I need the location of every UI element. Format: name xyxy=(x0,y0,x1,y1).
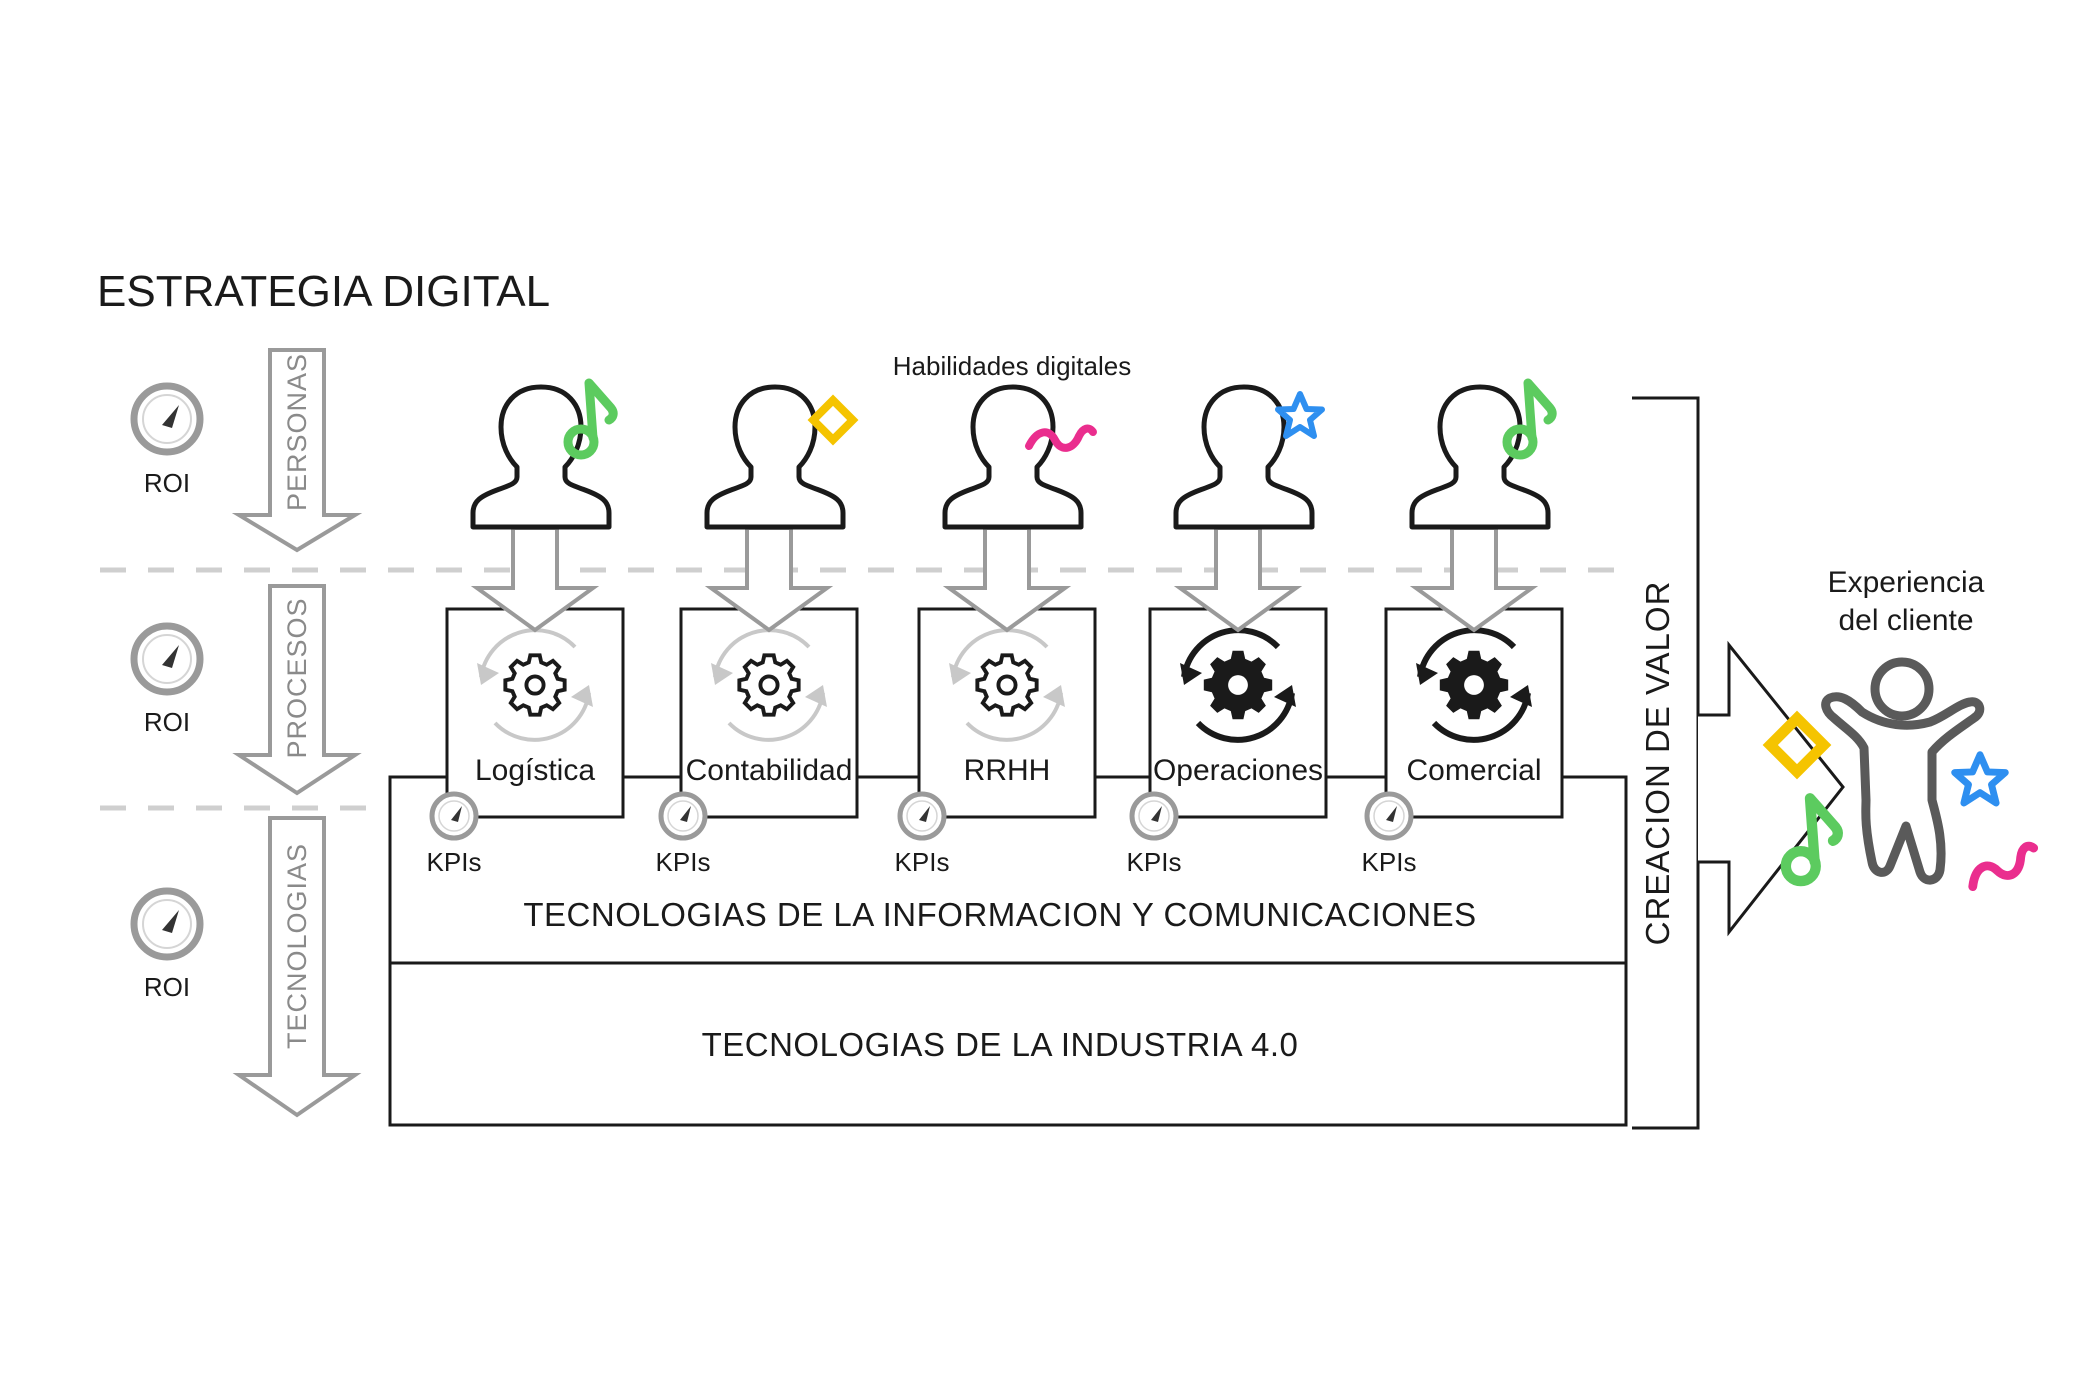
roi-label: ROI xyxy=(144,468,190,498)
roi-gauge-tecnologias: ROI xyxy=(134,891,200,1002)
blue-star-icon xyxy=(1278,394,1322,436)
cycle-arrows-icon xyxy=(477,628,593,742)
kpi-gauge-icon xyxy=(1132,794,1176,838)
skill-arrow xyxy=(704,526,834,633)
tic-band-label: TECNOLOGIAS DE LA INFORMACION Y COMUNICA… xyxy=(523,896,1476,933)
cycle-arrows-icon xyxy=(1416,627,1532,743)
department-label: Comercial xyxy=(1406,754,1541,787)
customer-label-line2: del cliente xyxy=(1838,604,1973,637)
industry-band xyxy=(388,961,1628,1127)
person-icon xyxy=(945,387,1081,527)
roi-gauge-procesos: ROI xyxy=(134,626,200,737)
roi-label: ROI xyxy=(144,972,190,1002)
value-creation-label: CREACION DE VALOR xyxy=(1639,581,1676,946)
kpi-label: KPIs xyxy=(1362,847,1417,877)
kpi-gauge-icon xyxy=(432,794,476,838)
industry-band-label: TECNOLOGIAS DE LA INDUSTRIA 4.0 xyxy=(702,1026,1299,1063)
customer-label-line1: Experiencia xyxy=(1828,566,1985,599)
gear-icon xyxy=(1203,650,1273,720)
kpi-label: KPIs xyxy=(1127,847,1182,877)
skill-arrow xyxy=(942,526,1072,633)
skill-arrow xyxy=(470,526,600,633)
skill-arrow xyxy=(1173,526,1303,633)
kpi-label: KPIs xyxy=(895,847,950,877)
department-3: RRHH KPIs xyxy=(895,387,1095,877)
pink-squiggle-icon xyxy=(1966,844,2039,888)
skill-arrow xyxy=(1409,526,1539,633)
layer-label-tecnologias: TECNOLOGIAS xyxy=(282,843,312,1049)
cycle-arrows-icon xyxy=(711,628,827,742)
cycle-arrows-icon xyxy=(1180,627,1296,743)
layer-arrow-tecnologias: TECNOLOGIAS xyxy=(232,816,362,1118)
skills-label: Habilidades digitales xyxy=(893,351,1131,381)
process-box xyxy=(445,607,625,819)
gauge-icon xyxy=(134,386,200,452)
blue-star-icon xyxy=(1955,755,2006,803)
layer-label-procesos: PROCESOS xyxy=(282,597,312,758)
value-arrow xyxy=(1698,640,1845,937)
yellow-diamond-icon xyxy=(813,400,853,440)
department-label: RRHH xyxy=(964,754,1051,787)
diagram-title: ESTRATEGIA DIGITAL xyxy=(97,267,550,316)
kpi-gauge-icon xyxy=(661,794,705,838)
happy-customer-icon xyxy=(1821,657,1985,885)
department-label: Contabilidad xyxy=(686,754,853,787)
kpi-gauge-icon xyxy=(1367,794,1411,838)
cycle-arrows-icon xyxy=(949,628,1065,742)
gauge-icon xyxy=(134,626,200,692)
kpi-gauge-icon xyxy=(900,794,944,838)
gear-icon xyxy=(975,653,1039,717)
gauge-icon xyxy=(134,891,200,957)
gear-icon xyxy=(1439,650,1509,720)
roi-label: ROI xyxy=(144,707,190,737)
kpi-label: KPIs xyxy=(656,847,711,877)
layer-label-personas: PERSONAS xyxy=(282,353,312,511)
roi-gauge-personas: ROI xyxy=(134,386,200,498)
gear-icon xyxy=(503,653,567,717)
departments-group: LogísticaKPIsContabilidadKPIsRRHHKPIsOpe… xyxy=(427,383,1564,877)
gear-icon xyxy=(737,653,801,717)
department-label: Logística xyxy=(475,754,595,787)
department-label: Operaciones xyxy=(1153,754,1323,787)
layer-arrow-personas: PERSONAS xyxy=(231,348,363,553)
kpi-label: KPIs xyxy=(427,847,482,877)
layer-arrow-procesos: PROCESOS xyxy=(232,584,362,796)
